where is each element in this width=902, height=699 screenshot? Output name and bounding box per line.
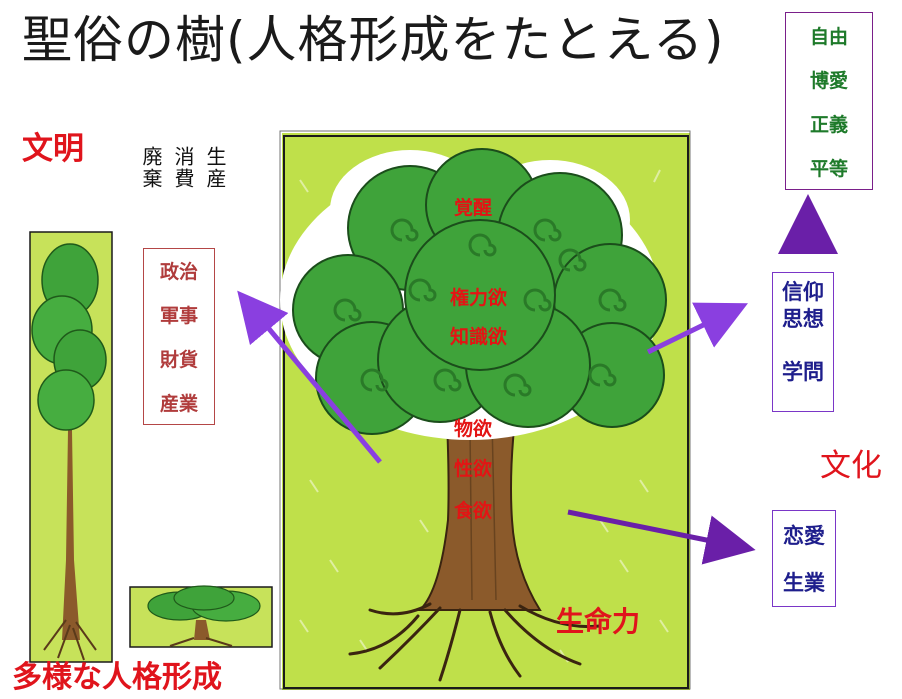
life-item: 恋愛	[783, 523, 825, 548]
economy-column: 消費	[171, 146, 195, 190]
tree-label: 覚醒	[454, 197, 493, 219]
belief-item: 信仰	[782, 280, 824, 304]
small-tree-icon	[29, 231, 113, 663]
tree-label: 食欲	[454, 500, 493, 522]
wide-tree-icon	[129, 585, 273, 648]
belief-item: 学問	[782, 360, 824, 384]
civilization-item: 軍事	[159, 305, 198, 328]
page-title: 聖俗の樹(人格形成をたとえる)	[22, 11, 725, 69]
life-item: 生業	[783, 571, 825, 596]
arrow-up-left	[237, 290, 382, 464]
value-item: 正義	[809, 113, 848, 136]
civilization-heading: 文明	[22, 131, 84, 167]
civilization-item: 産業	[159, 392, 198, 415]
value-item: 平等	[809, 157, 848, 180]
belief-box: 信仰 思想 学問	[772, 272, 834, 412]
culture-heading: 文化	[820, 448, 882, 484]
life-force-label: 生命力	[556, 605, 641, 638]
belief-item: 思想	[782, 307, 824, 331]
economy-column: 生産	[203, 146, 227, 190]
arrow-right-down	[567, 509, 756, 565]
economy-columns: 廃棄 消費 生産	[139, 146, 227, 190]
economy-column: 廃棄	[139, 146, 163, 190]
tree-label: 権力欲	[450, 287, 508, 309]
tree-label: 性欲	[454, 458, 493, 480]
tree-label: 知識欲	[450, 326, 508, 348]
tree-illustration	[279, 130, 691, 690]
civilization-item: 財貨	[159, 348, 198, 371]
values-box: 自由 博愛 正義 平等	[785, 12, 873, 190]
civilization-item: 政治	[159, 261, 198, 284]
civilization-box: 政治 軍事 財貨 産業	[143, 248, 215, 425]
life-box: 恋愛 生業	[772, 510, 836, 607]
bottom-caption: 多様な人格形成	[12, 660, 222, 695]
value-item: 自由	[809, 25, 848, 48]
value-item: 博愛	[809, 69, 848, 92]
tree-label: 物欲	[454, 418, 493, 440]
arrow-upright	[646, 302, 748, 355]
